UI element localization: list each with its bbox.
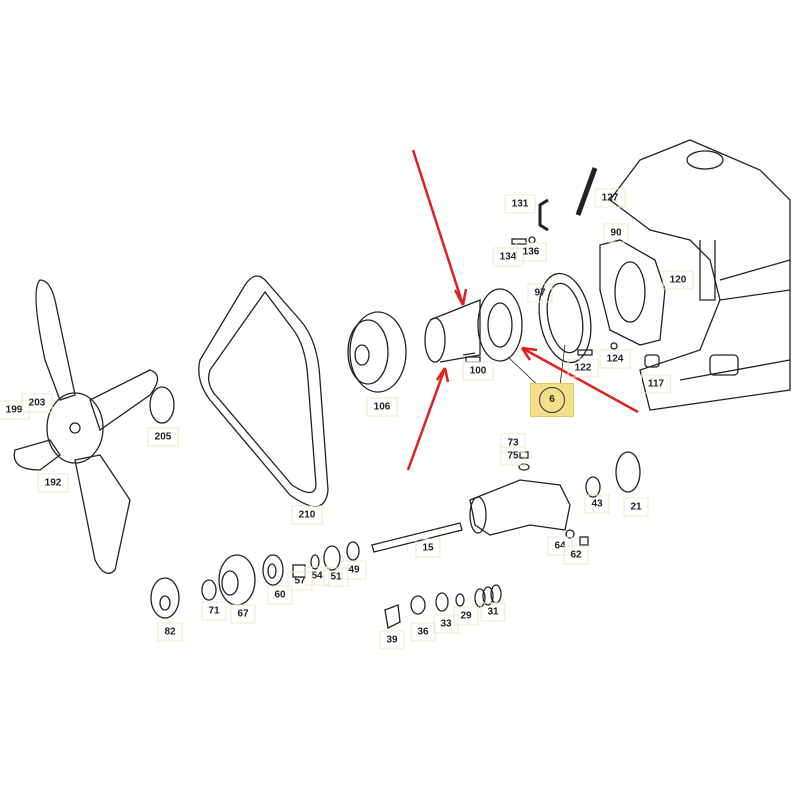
part-label-106[interactable]: 106 bbox=[366, 397, 398, 417]
part-label-60[interactable]: 60 bbox=[267, 585, 293, 605]
fan bbox=[13, 279, 159, 574]
part-label-192[interactable]: 192 bbox=[37, 473, 69, 493]
part-label-75[interactable]: 75 bbox=[500, 446, 526, 466]
red-arrows bbox=[406, 149, 639, 471]
part-label-127[interactable]: 127 bbox=[594, 188, 626, 208]
part-label-82[interactable]: 82 bbox=[157, 622, 183, 642]
part-label-199[interactable]: 199 bbox=[0, 400, 30, 420]
part-label-97[interactable]: 97 bbox=[527, 283, 553, 303]
belt-210 bbox=[198, 275, 329, 507]
strap-127 bbox=[575, 167, 598, 216]
part-label-117[interactable]: 117 bbox=[640, 374, 672, 394]
pipe-131 bbox=[538, 198, 549, 232]
water-pump bbox=[424, 288, 523, 363]
bolt-134 bbox=[511, 238, 527, 245]
part-label-73[interactable]: 73 bbox=[500, 433, 526, 453]
part-label-49[interactable]: 49 bbox=[341, 560, 367, 580]
part-label-54[interactable]: 54 bbox=[304, 566, 330, 586]
part-label-90[interactable]: 90 bbox=[603, 223, 629, 243]
part-label-57[interactable]: 57 bbox=[287, 571, 313, 591]
engine-block bbox=[609, 139, 791, 411]
part-label-51[interactable]: 51 bbox=[323, 567, 349, 587]
part-label-134[interactable]: 134 bbox=[492, 247, 524, 267]
part-label-6: 6 bbox=[539, 387, 565, 413]
part-label-33[interactable]: 33 bbox=[433, 614, 459, 634]
part-label-210[interactable]: 210 bbox=[291, 505, 323, 525]
shaft-15 bbox=[371, 522, 463, 553]
bearing-stack bbox=[150, 541, 502, 629]
pulley-106 bbox=[347, 311, 407, 393]
part-label-36[interactable]: 36 bbox=[410, 622, 436, 642]
part-label-100[interactable]: 100 bbox=[462, 361, 494, 381]
gasket-117 bbox=[644, 354, 660, 368]
part-label-122[interactable]: 122 bbox=[567, 358, 599, 378]
pump-housing-assembly bbox=[371, 451, 641, 553]
gasket-97 bbox=[538, 272, 592, 364]
part-label-15[interactable]: 15 bbox=[415, 538, 441, 558]
part-label-43[interactable]: 43 bbox=[584, 494, 610, 514]
part-label-71[interactable]: 71 bbox=[201, 601, 227, 621]
part-label-29[interactable]: 29 bbox=[453, 606, 479, 626]
part-label-21[interactable]: 21 bbox=[623, 497, 649, 517]
part-label-6-highlighted[interactable]: 6 bbox=[530, 383, 574, 417]
part-label-131[interactable]: 131 bbox=[504, 194, 536, 214]
part-label-39[interactable]: 39 bbox=[379, 630, 405, 650]
part-label-120[interactable]: 120 bbox=[662, 270, 694, 290]
nut-124 bbox=[610, 342, 618, 350]
part-label-124[interactable]: 124 bbox=[599, 349, 631, 369]
part-label-205[interactable]: 205 bbox=[147, 427, 179, 447]
part-205 bbox=[149, 386, 175, 424]
bolt-122 bbox=[577, 349, 593, 356]
part-label-67[interactable]: 67 bbox=[230, 604, 256, 624]
part-label-136[interactable]: 136 bbox=[515, 242, 547, 262]
part-label-31[interactable]: 31 bbox=[480, 602, 506, 622]
part-label-62[interactable]: 62 bbox=[563, 545, 589, 565]
housing-90 bbox=[599, 239, 666, 346]
part-label-203[interactable]: 203 bbox=[21, 393, 53, 413]
